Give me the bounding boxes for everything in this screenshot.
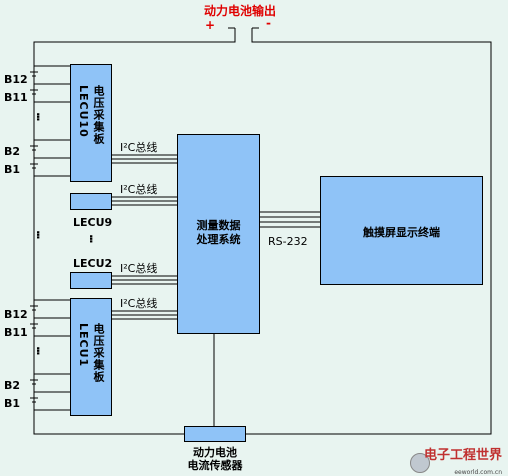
i2c-label-4: I²C总线 [120, 297, 158, 310]
battery-ellipsis-top: ··· [31, 112, 45, 120]
battery-label-b1-bottom: B1 [4, 397, 21, 410]
battery-label-b11-bottom: B11 [4, 326, 28, 339]
voltage-board-lecu1: 电压采集板 LECU1 [70, 298, 112, 416]
eeworld-logo [410, 453, 430, 473]
rs232-label: RS-232 [268, 235, 308, 248]
minus-sign: - [266, 16, 271, 30]
battery-label-b2-top: B2 [4, 145, 21, 158]
outer-wire-right [246, 28, 492, 435]
battery-ellipsis-middle: ··· [31, 230, 45, 238]
battery-label-b2-bottom: B2 [4, 379, 21, 392]
i2c-label-1: I²C总线 [120, 141, 158, 154]
battery-label-b11-top: B11 [4, 91, 28, 104]
lecu9-box [70, 193, 112, 210]
processor-box: 测量数据 处理系统 [177, 134, 260, 334]
battery-label-b12-top: B12 [4, 73, 28, 86]
outer-wire-left [33, 28, 236, 435]
lecu2-label: LECU2 [73, 257, 113, 270]
voltage-board-lecu10: 电压采集板 LECU10 [70, 64, 112, 182]
battery-stack-bottom [30, 299, 70, 411]
battery-stack-top [30, 65, 70, 177]
watermark-site: eeworld.com.cn [454, 469, 502, 476]
lecu2-box [70, 272, 112, 289]
watermark-brand: 电子工程世界 [423, 448, 502, 463]
plus-sign: + [205, 18, 216, 32]
output-title: 动力电池输出 [204, 4, 277, 18]
voltage-board-lecu10-label: 电压采集板 LECU10 [77, 85, 105, 145]
terminal-box: 触摸屏显示终端 [320, 176, 483, 285]
battery-label-b1-top: B1 [4, 163, 21, 176]
i2c-bus-3 [112, 275, 178, 285]
i2c-bus-1 [112, 154, 178, 164]
battery-label-b12-bottom: B12 [4, 308, 28, 321]
battery-ellipsis-bottom: ··· [31, 346, 45, 354]
processor-label: 测量数据 处理系统 [196, 219, 241, 246]
voltage-board-lecu1-label: 电压采集板 LECU1 [77, 323, 105, 383]
lecu-ellipsis: ··· [84, 234, 98, 242]
rs232-bus [259, 211, 321, 228]
current-sensor-label: 动力电池 电流传感器 [187, 446, 243, 472]
i2c-label-3: I²C总线 [120, 262, 158, 275]
current-sensor-box [184, 426, 246, 442]
i2c-bus-4 [112, 310, 178, 320]
lecu9-label: LECU9 [73, 216, 113, 229]
i2c-bus-2 [112, 196, 178, 206]
terminal-label: 触摸屏显示终端 [363, 226, 440, 239]
i2c-label-2: I²C总线 [120, 183, 158, 196]
